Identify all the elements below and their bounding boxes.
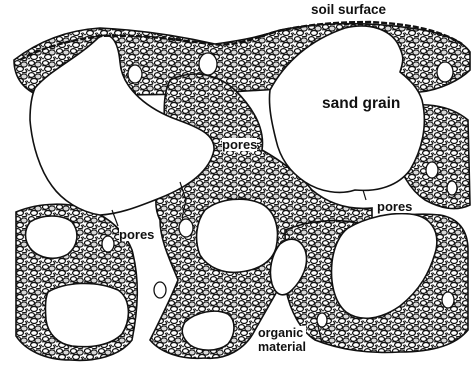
- organic-material-label-line1: organic: [258, 326, 306, 340]
- pores-label-left: pores: [119, 228, 154, 241]
- soil-surface-label: soil surface: [311, 3, 386, 17]
- organic-material-label: organic material: [258, 326, 306, 355]
- sand-grain-center: [197, 199, 278, 272]
- organic-material-label-line2: material: [258, 340, 306, 354]
- sand-grain-left-lower: [45, 283, 128, 346]
- pores-label-right: pores: [377, 200, 412, 213]
- sand-grain-left-small: [26, 216, 77, 258]
- pores-label-upper: pores: [222, 138, 257, 151]
- sand-grain-label: sand grain: [322, 96, 400, 112]
